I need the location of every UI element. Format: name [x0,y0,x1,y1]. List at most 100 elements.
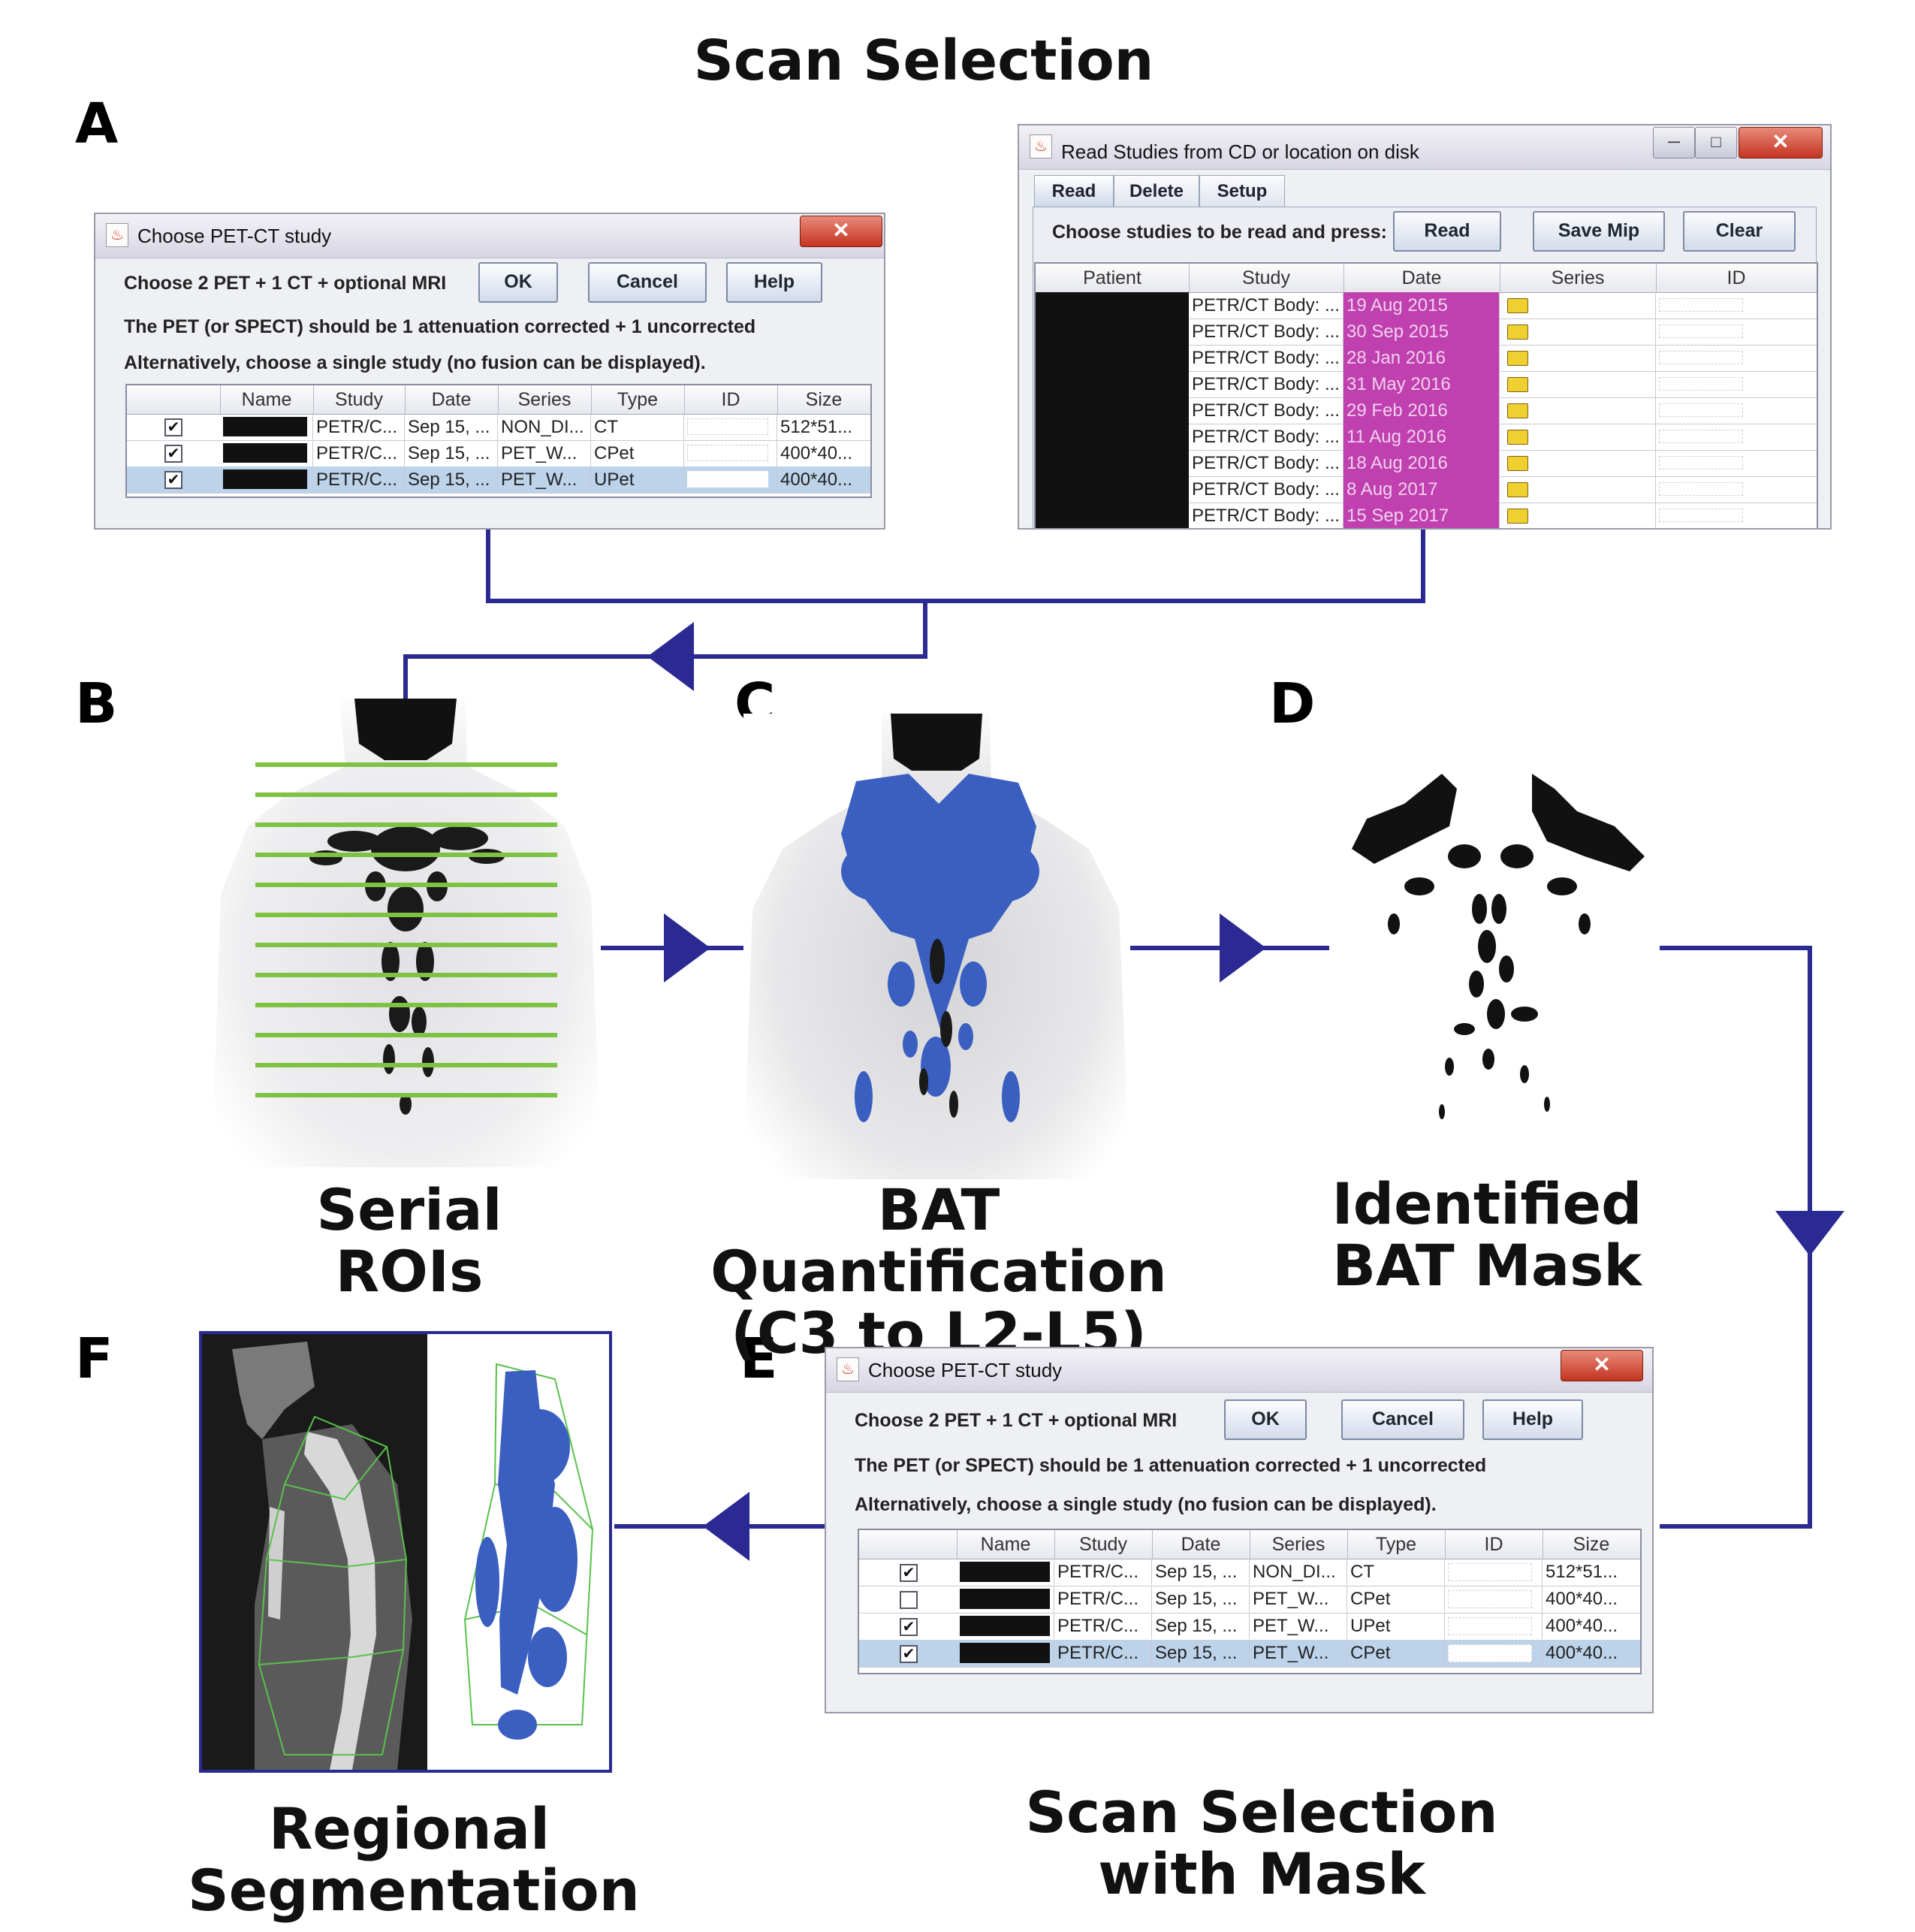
maximize-button[interactable]: □ [1695,127,1737,158]
study-cell: PETR/C... [1054,1586,1152,1612]
help-button[interactable]: Help [1482,1399,1583,1440]
row-checkbox[interactable]: ✔ [164,418,182,436]
segmentation-image [202,1334,594,1770]
size-cell: 512*51... [780,417,853,437]
clear-button[interactable]: Clear [1683,211,1796,252]
row-checkbox[interactable]: ✔ [164,445,182,463]
close-button[interactable]: ✕ [1739,127,1823,158]
java-icon: ♨ [106,223,128,247]
size-cell: 400*40... [1546,1616,1618,1636]
folder-icon[interactable] [1507,430,1528,445]
bat-overlay-image [743,714,1130,1179]
save-mip-button[interactable]: Save Mip [1533,211,1665,252]
table-row[interactable]: ✔ PETR/C... Sep 15, ... PET_W... CPet 40… [127,440,870,467]
study-cell: PETR/CT Body: ... [1189,424,1344,450]
folder-icon[interactable] [1507,403,1528,418]
col-header-name[interactable]: Name [957,1530,1055,1559]
title-bar: ♨ Choose PET-CT study ✕ [826,1348,1652,1393]
cancel-button[interactable]: Cancel [588,262,707,303]
col-header-date[interactable]: Date [405,385,499,414]
study-row[interactable]: PETR/CT Body: ...29 Feb 2016 [1189,397,1817,424]
col-header-study[interactable]: Study [1189,264,1344,292]
ok-button[interactable]: OK [478,262,558,303]
redacted-name [223,417,307,436]
bat-mask-image [1329,759,1660,1142]
col-header-date[interactable]: Date [1152,1530,1250,1559]
col-header-id[interactable]: ID [684,385,778,414]
col-header-patient[interactable]: Patient [1036,264,1190,292]
id-placeholder [1659,377,1743,391]
table-row-selected[interactable]: ✔ PETR/C... Sep 15, ... PET_W... UPet 40… [127,466,870,494]
id-placeholder [1659,298,1743,312]
folder-icon[interactable] [1507,482,1528,497]
col-header-study[interactable]: Study [313,385,406,414]
study-row[interactable]: PETR/CT Body: ...8 Aug 2017 [1189,476,1817,503]
close-button[interactable]: ✕ [800,216,882,247]
col-header[interactable] [859,1530,958,1559]
row-checkbox[interactable]: ✔ [900,1618,918,1636]
folder-icon[interactable] [1507,298,1528,313]
col-header-name[interactable]: Name [220,385,314,414]
folder-icon[interactable] [1507,325,1528,340]
tab-read[interactable]: Read [1034,175,1114,207]
study-row[interactable]: PETR/CT Body: ...19 Aug 2015 [1189,292,1817,319]
folder-icon[interactable] [1507,509,1528,524]
series-cell: NON_DI... [1250,1559,1347,1585]
col-header-series[interactable]: Series [498,385,592,414]
study-row[interactable]: PETR/CT Body: ...31 May 2016 [1189,371,1817,398]
study-row[interactable]: PETR/CT Body: ...30 Sep 2015 [1189,318,1817,346]
study-cell: PETR/CT Body: ... [1189,318,1344,345]
col-header-series[interactable]: Series [1500,264,1657,292]
series-cell [1500,345,1656,371]
tab-setup[interactable]: Setup [1199,175,1285,207]
col-header-type[interactable]: Type [1347,1530,1446,1559]
col-header-size[interactable]: Size [805,389,843,410]
study-cell: PETR/C... [313,440,405,466]
study-row[interactable]: PETR/CT Body: ...28 Jan 2016 [1189,345,1817,372]
col-header-id[interactable]: ID [1727,267,1746,288]
close-button[interactable]: ✕ [1561,1350,1643,1381]
study-cell: PETR/CT Body: ... [1189,292,1344,318]
col-header-type[interactable]: Type [591,385,685,414]
arrowhead-left-2 [703,1492,749,1561]
folder-icon[interactable] [1507,377,1528,392]
size-cell: 512*51... [1546,1562,1618,1582]
row-checkbox[interactable]: ✔ [900,1645,918,1663]
study-row[interactable]: PETR/CT Body: ...18 Aug 2016 [1189,450,1817,477]
col-header[interactable] [127,385,221,414]
col-header-size[interactable]: Size [1573,1534,1610,1555]
study-row[interactable]: PETR/CT Body: ...11 Aug 2016 [1189,424,1817,451]
col-header-date[interactable]: Date [1344,264,1500,292]
read-button[interactable]: Read [1393,211,1501,252]
study-row[interactable]: PETR/CT Body: ...15 Sep 2017 [1189,503,1817,528]
col-header-id[interactable]: ID [1445,1530,1543,1559]
folder-icon[interactable] [1507,351,1528,366]
col-header-study[interactable]: Study [1054,1530,1153,1559]
choose-study-dialog-e: ♨ Choose PET-CT study ✕ Choose 2 PET + 1… [825,1347,1654,1713]
series-cell [1500,371,1656,397]
id-placeholder [1659,509,1743,522]
minimize-button[interactable]: ─ [1653,127,1695,158]
help-button[interactable]: Help [726,262,822,303]
connector-d-to-e [1660,946,1812,1529]
tab-delete[interactable]: Delete [1114,175,1199,207]
col-header-series[interactable]: Series [1250,1530,1348,1559]
connector-a-left [486,526,925,603]
row-checkbox[interactable]: ✔ [900,1564,918,1582]
type-cell: CT [1347,1559,1445,1585]
row-checkbox[interactable]: ✔ [164,471,182,489]
read-studies-dialog: ♨ Read Studies from CD or location on di… [1018,124,1832,530]
window-title: Read Studies from CD or location on disk [1061,140,1419,163]
row-checkbox[interactable] [900,1591,918,1609]
table-row[interactable]: ✔ PETR/C... Sep 15, ... NON_DI... CT 512… [127,414,870,441]
cancel-button[interactable]: Cancel [1341,1399,1464,1440]
id-cell [1656,345,1817,371]
id-cell [1656,318,1817,345]
date-cell: 29 Feb 2016 [1344,397,1500,424]
ok-button[interactable]: OK [1224,1399,1307,1440]
folder-icon[interactable] [1507,456,1528,471]
